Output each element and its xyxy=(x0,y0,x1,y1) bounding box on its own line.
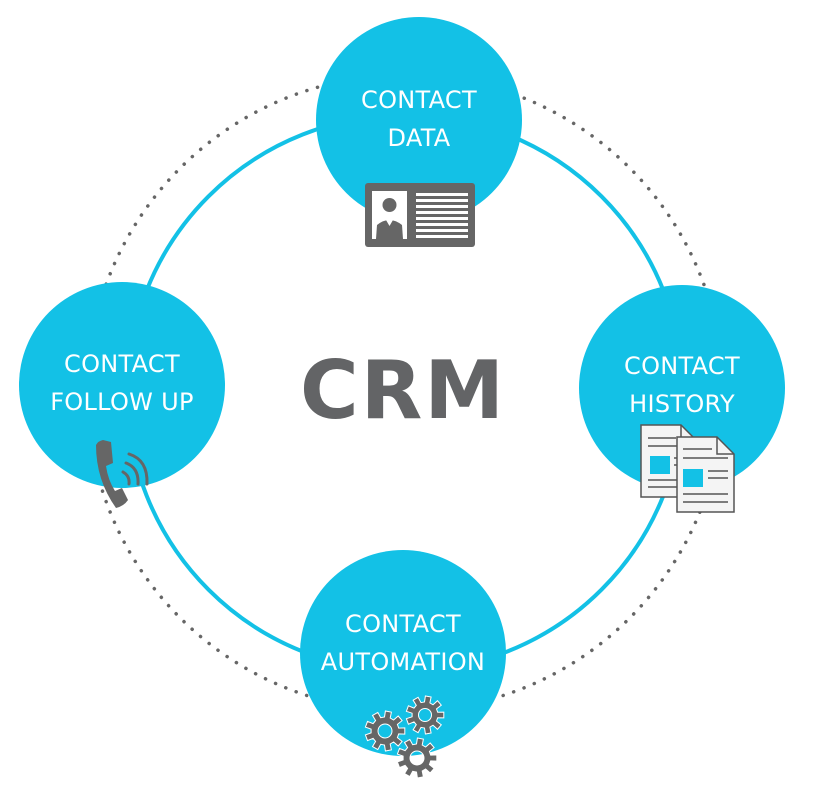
node-label-line-2: HISTORY xyxy=(629,390,735,418)
node-label-line-1: CONTACT xyxy=(345,610,461,638)
node-contact-data: CONTACT DATA xyxy=(316,17,522,247)
contact-card-icon xyxy=(365,183,475,247)
node-circle xyxy=(300,550,506,756)
node-contact-automation: CONTACT AUTOMATION xyxy=(300,550,506,779)
center-title: CRM xyxy=(300,344,506,437)
gear-shape xyxy=(396,737,438,779)
node-circle xyxy=(19,282,225,488)
node-contact-history: CONTACT HISTORY xyxy=(579,285,785,513)
node-circle xyxy=(579,285,785,491)
node-label-line-1: CONTACT xyxy=(361,86,477,114)
documents-icon xyxy=(640,424,735,513)
gear-shape xyxy=(405,695,445,735)
node-label-line-2: AUTOMATION xyxy=(321,648,485,676)
node-label-line-1: CONTACT xyxy=(64,350,180,378)
node-contact-follow-up: CONTACT FOLLOW UP xyxy=(19,282,225,508)
gear-shape xyxy=(364,710,406,752)
node-label-line-2: FOLLOW UP xyxy=(50,388,194,416)
node-label-line-2: DATA xyxy=(387,124,450,152)
node-circle xyxy=(316,17,522,223)
gears-icon xyxy=(364,695,445,779)
phone-icon xyxy=(96,440,149,508)
node-label-line-1: CONTACT xyxy=(624,352,740,380)
